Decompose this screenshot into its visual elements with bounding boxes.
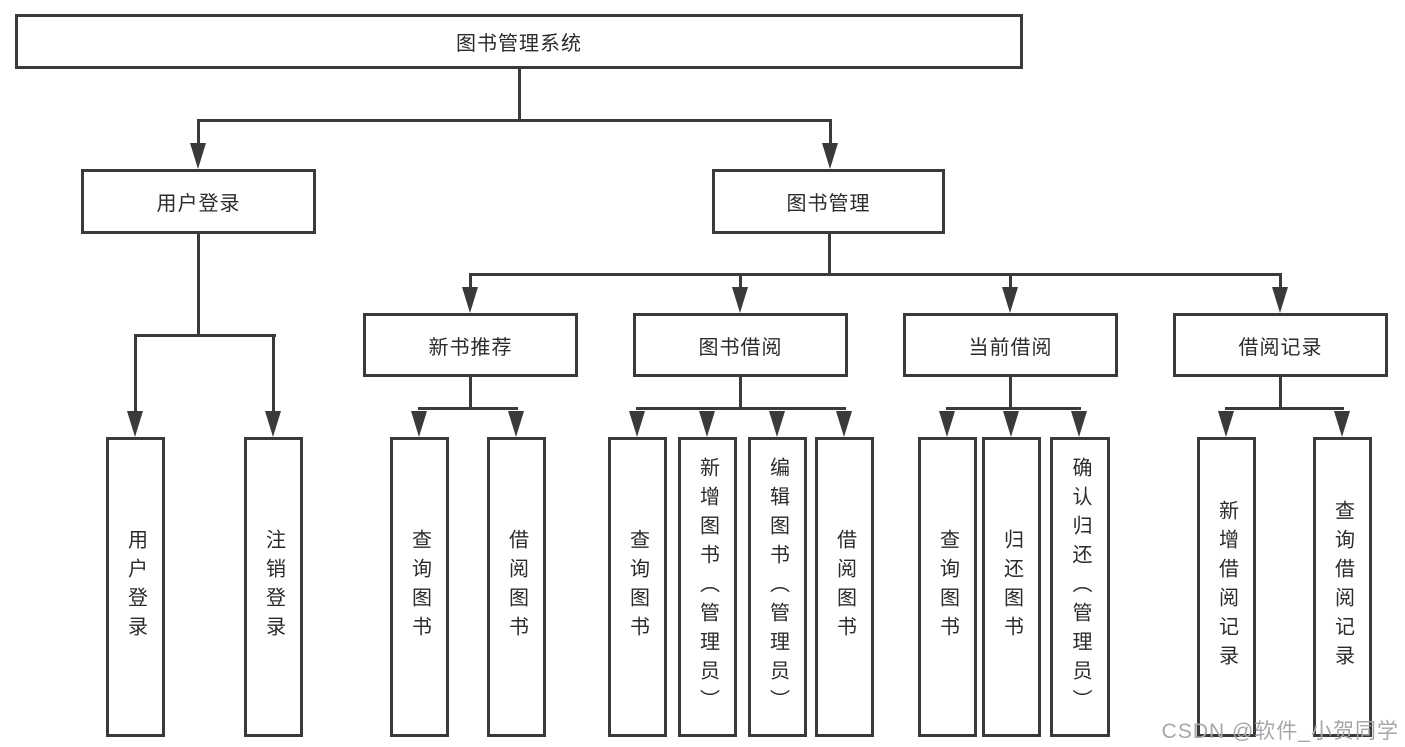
connector-line (1009, 273, 1012, 289)
arrow-down-icon (127, 411, 143, 437)
arrow-down-icon (1003, 411, 1019, 437)
leaf-return-book-label: 归还图书 (1000, 529, 1023, 645)
node-new-book-recommend: 新书推荐 (363, 313, 578, 377)
node-borrow-record: 借阅记录 (1173, 313, 1388, 377)
arrow-down-icon (411, 411, 427, 437)
leaf-current-query-book-label: 查询图书 (936, 529, 959, 645)
connector-line (1279, 377, 1282, 408)
leaf-add-borrow-record: 新增借阅记录 (1197, 437, 1256, 737)
arrow-down-icon (699, 411, 715, 437)
connector-line (636, 407, 846, 410)
leaf-recommend-borrow-book-label: 借阅图书 (505, 529, 528, 645)
leaf-add-book-admin: 新增图书（管理员） (678, 437, 737, 737)
arrow-down-icon (939, 411, 955, 437)
arrow-down-icon (462, 287, 478, 313)
connector-line (134, 334, 137, 414)
connector-line (1225, 407, 1344, 410)
arrow-down-icon (732, 287, 748, 313)
node-user-login: 用户登录 (81, 169, 316, 234)
node-book-borrow: 图书借阅 (633, 313, 848, 377)
leaf-recommend-query-book: 查询图书 (390, 437, 449, 737)
leaf-user-login: 用户登录 (106, 437, 165, 737)
leaf-borrow-query-book-label: 查询图书 (626, 529, 649, 645)
node-book-management-label: 图书管理 (786, 193, 871, 215)
node-new-book-recommend-label: 新书推荐 (428, 336, 513, 359)
node-current-borrow-label: 当前借阅 (968, 336, 1053, 359)
node-root: 图书管理系统 (15, 14, 1023, 69)
arrow-down-icon (1334, 411, 1350, 437)
connector-line (469, 273, 472, 289)
connector-line (946, 407, 1081, 410)
connector-line (518, 69, 521, 122)
connector-line (1279, 273, 1282, 289)
leaf-logout: 注销登录 (244, 437, 303, 737)
leaf-add-borrow-record-label: 新增借阅记录 (1215, 500, 1238, 674)
leaf-return-book: 归还图书 (982, 437, 1041, 737)
watermark-text: CSDN @软件_小贺同学 (1161, 720, 1399, 743)
connector-line (1009, 377, 1012, 408)
connector-line (134, 334, 276, 337)
leaf-edit-book-admin: 编辑图书（管理员） (748, 437, 807, 737)
leaf-query-borrow-record-label: 查询借阅记录 (1331, 500, 1354, 674)
leaf-borrow-query-book: 查询图书 (608, 437, 667, 737)
arrow-down-icon (769, 411, 785, 437)
connector-line (197, 234, 200, 337)
arrow-down-icon (508, 411, 524, 437)
connector-line (197, 119, 200, 146)
connector-line (272, 334, 275, 414)
leaf-borrow-borrow-book-label: 借阅图书 (833, 529, 856, 645)
leaf-confirm-return-admin-label: 确认归还（管理员） (1069, 456, 1091, 718)
leaf-current-query-book: 查询图书 (918, 437, 977, 737)
connector-line (828, 234, 831, 275)
arrow-down-icon (822, 143, 838, 169)
leaf-recommend-query-book-label: 查询图书 (408, 529, 431, 645)
arrow-down-icon (265, 411, 281, 437)
arrow-down-icon (1218, 411, 1234, 437)
leaf-query-borrow-record: 查询借阅记录 (1313, 437, 1372, 737)
leaf-logout-label: 注销登录 (262, 529, 285, 645)
arrow-down-icon (836, 411, 852, 437)
connector-line (829, 119, 832, 146)
connector-line (418, 407, 518, 410)
node-book-borrow-label: 图书借阅 (698, 336, 783, 359)
arrow-down-icon (190, 143, 206, 169)
leaf-user-login-label: 用户登录 (124, 529, 147, 645)
leaf-confirm-return-admin: 确认归还（管理员） (1050, 437, 1110, 737)
connector-line (739, 273, 742, 289)
connector-line (469, 377, 472, 408)
arrow-down-icon (629, 411, 645, 437)
arrow-down-icon (1071, 411, 1087, 437)
connector-line (739, 377, 742, 408)
arrow-down-icon (1002, 287, 1018, 313)
leaf-recommend-borrow-book: 借阅图书 (487, 437, 546, 737)
leaf-borrow-borrow-book: 借阅图书 (815, 437, 874, 737)
connector-line (469, 273, 1281, 276)
node-borrow-record-label: 借阅记录 (1238, 336, 1323, 359)
leaf-edit-book-admin-label: 编辑图书（管理员） (766, 456, 789, 718)
node-user-login-label: 用户登录 (156, 193, 241, 215)
arrow-down-icon (1272, 287, 1288, 313)
leaf-add-book-admin-label: 新增图书（管理员） (696, 456, 719, 718)
node-book-management: 图书管理 (712, 169, 945, 234)
node-current-borrow: 当前借阅 (903, 313, 1118, 377)
node-root-label: 图书管理系统 (456, 33, 582, 55)
connector-line (197, 119, 832, 122)
